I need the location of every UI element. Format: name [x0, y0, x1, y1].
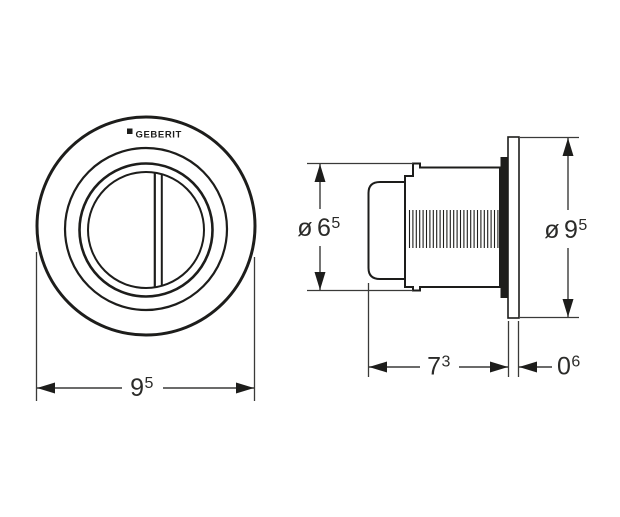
dimension-installation-depth: 73	[367, 283, 520, 381]
front-view: GEBERIT 95	[35, 115, 257, 402]
dimension-arrow-left	[369, 361, 387, 373]
dimension-arrow-left	[519, 361, 537, 373]
diameter-symbol: ø	[544, 216, 560, 244]
dimension-main: 0	[557, 353, 571, 381]
diameter-symbol: ø	[297, 214, 313, 242]
logo-square-icon	[127, 128, 133, 134]
dimension-main: 7	[427, 353, 441, 381]
dimension-plate-thickness: 06	[519, 353, 581, 381]
wall-flange	[507, 136, 520, 319]
dimension-arrow-down	[562, 299, 574, 317]
dimension-arrow-down	[314, 272, 326, 290]
button-face-circle	[87, 171, 205, 289]
dual-flush-divider	[153, 173, 163, 287]
dimension-value: 06	[557, 353, 581, 381]
geberit-logo: GEBERIT	[127, 128, 182, 141]
logo-text: GEBERIT	[136, 130, 182, 141]
dimension-main: 9	[564, 216, 578, 244]
dimension-arrow-up	[314, 164, 326, 182]
push-button-cap	[367, 181, 406, 280]
dimension-main: 9	[130, 374, 144, 402]
thread-hatching	[408, 210, 499, 248]
mounting-collar	[500, 157, 508, 298]
dimension-front-plate-width: 95	[35, 252, 256, 402]
dimension-superscript: 5	[145, 375, 154, 392]
dimension-superscript: 3	[442, 354, 451, 371]
dimension-superscript: 6	[571, 354, 580, 371]
dimension-arrow-left	[37, 382, 55, 394]
dimension-main: 6	[317, 214, 331, 242]
dimension-superscript: 5	[331, 215, 340, 232]
dimension-value: 73	[427, 353, 451, 381]
dimension-arrow-right	[236, 382, 254, 394]
dimension-arrow-up	[562, 138, 574, 156]
dimension-superscript: 5	[578, 217, 587, 234]
dimension-value: 95	[130, 374, 154, 402]
dimension-arrow-right	[490, 361, 508, 373]
